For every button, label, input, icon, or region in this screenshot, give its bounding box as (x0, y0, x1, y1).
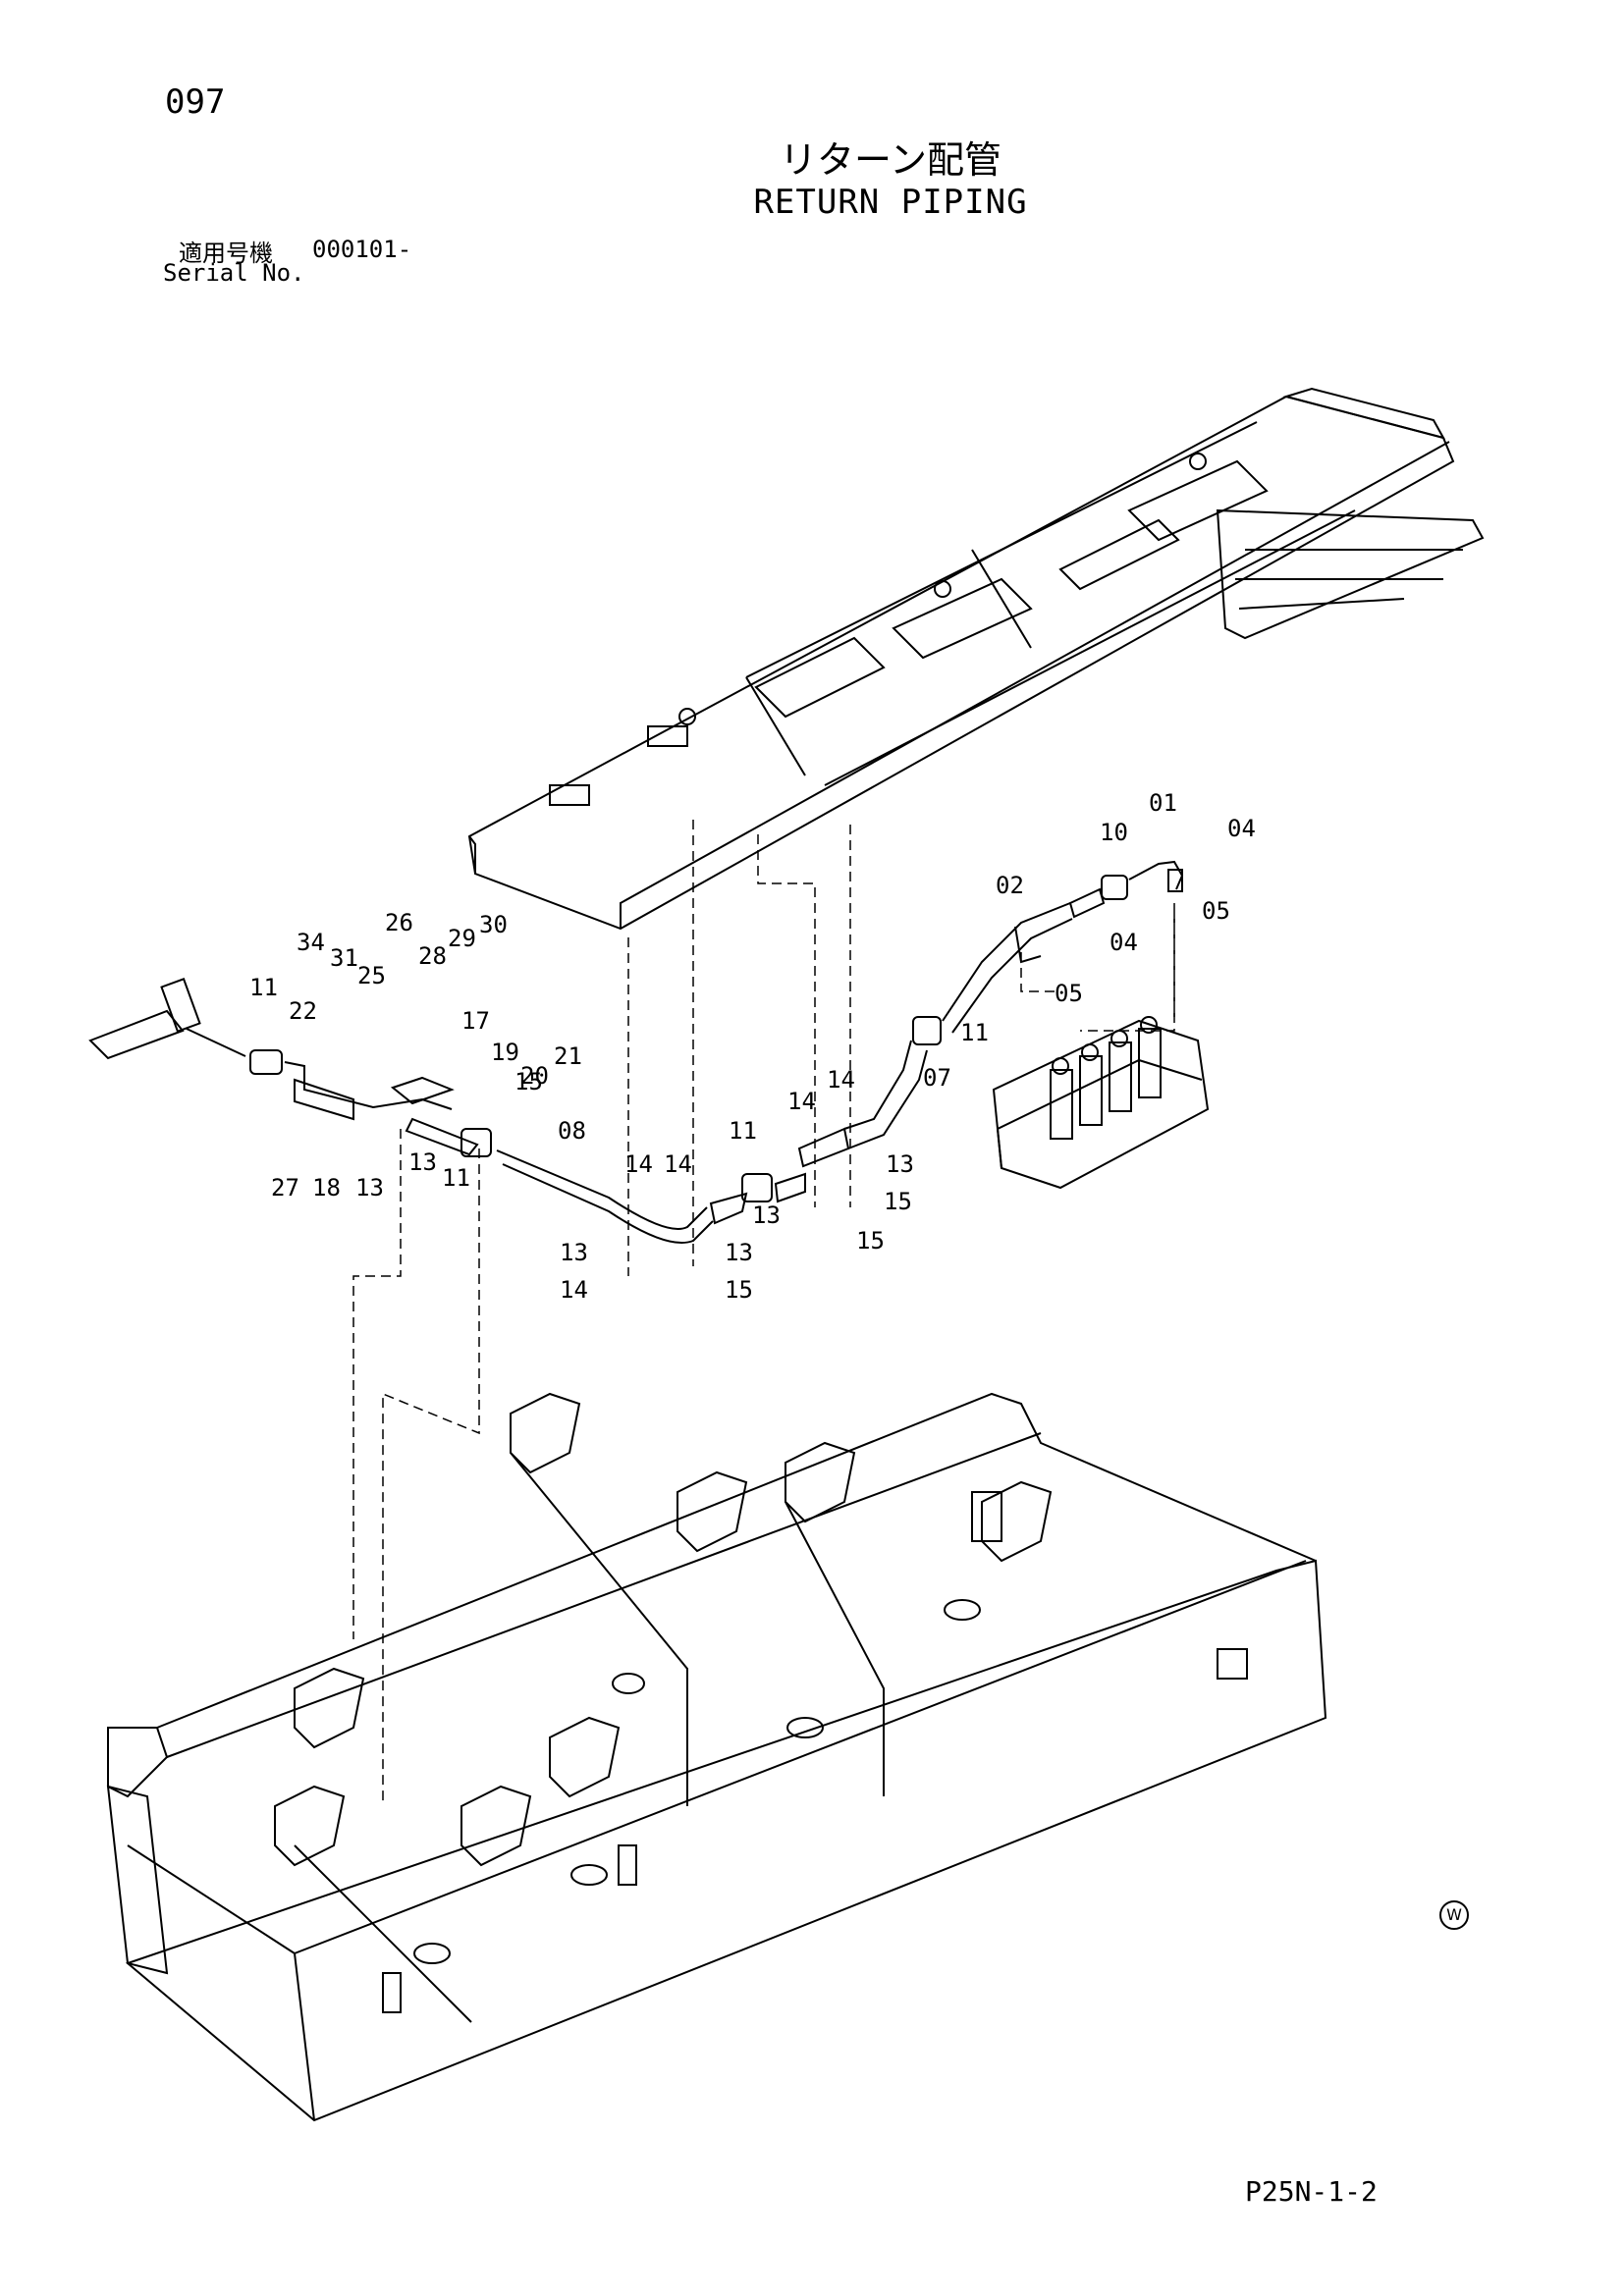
callout-05: 05 (1055, 980, 1083, 1007)
title-english: RETURN PIPING (753, 183, 1028, 222)
serial-label-english: Serial No. (163, 259, 305, 287)
callout-11: 11 (960, 1019, 989, 1046)
callout-13: 13 (752, 1201, 781, 1229)
callout-31: 30 (479, 911, 508, 938)
title-japanese: リターン配管 (779, 138, 1002, 182)
callout-18: 17 (461, 1007, 490, 1035)
callout-14: 14 (787, 1088, 816, 1115)
callout-02: 02 (996, 872, 1024, 899)
callout-04: 04 (1110, 929, 1138, 956)
callout-14: 14 (664, 1150, 692, 1178)
callout-15: 15 (856, 1227, 885, 1255)
callout-30: 29 (448, 925, 476, 952)
leader-lines (352, 820, 1175, 1806)
callout-13: 13 (560, 1239, 588, 1266)
callout-13: 13 (886, 1150, 914, 1178)
callout-20: 19 (491, 1039, 519, 1066)
page-code: P25N-1-2 (1245, 2175, 1378, 2208)
callout-29: 28 (418, 942, 447, 970)
callout-35: 34 (297, 929, 325, 956)
edition-mark: W (1439, 1900, 1469, 1930)
callout-25: 22 (289, 997, 317, 1025)
callout-14: 14 (624, 1150, 653, 1178)
callout-14: 13 (408, 1148, 437, 1176)
callout-04: 04 (1227, 815, 1256, 842)
callout-34: 31 (330, 944, 358, 972)
callout-13: 13 (355, 1174, 384, 1201)
callout-08: 08 (558, 1117, 586, 1145)
callout-27: 26 (385, 909, 413, 936)
callout-15: 14 (560, 1276, 588, 1304)
callout-11: 11 (249, 974, 278, 1001)
upper-frame (467, 387, 1485, 931)
serial-value: 000101- (312, 236, 412, 263)
callouts: 01 02 04 04 05 05 07 08 10 11 11 11 11 1… (249, 789, 1256, 1304)
callout-01: 01 (1149, 789, 1177, 817)
callout-19: 18 (312, 1174, 341, 1201)
callout-10: 10 (1100, 819, 1128, 846)
callout-15: 15 (884, 1188, 912, 1215)
lower-frame (106, 1392, 1327, 2122)
callout-05: 05 (1202, 897, 1230, 925)
callout-11: 11 (729, 1117, 757, 1145)
page-number: 097 (165, 82, 226, 122)
callout-13: 13 (725, 1239, 753, 1266)
callout-22: 21 (554, 1042, 582, 1070)
callout-26: 25 (357, 962, 386, 989)
serial-label-japanese: 適用号機 (179, 240, 273, 267)
callout-15: 15 (725, 1276, 753, 1304)
callout-11: 11 (442, 1164, 470, 1192)
callout-28: 27 (271, 1174, 299, 1201)
callout-14: 14 (827, 1066, 855, 1094)
callout-21: 20 (520, 1062, 549, 1090)
callout-17: 15 (514, 1068, 543, 1095)
return-pipes (88, 860, 1184, 1244)
control-valve (992, 1016, 1210, 1190)
callout-07: 07 (923, 1064, 951, 1092)
